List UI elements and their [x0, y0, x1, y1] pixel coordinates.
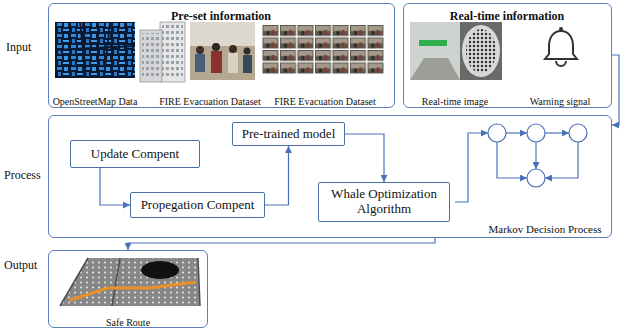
process-box: Update Compent: [70, 140, 200, 168]
box-label: Whale Optimization Algorithm: [326, 187, 442, 217]
fire-area: [141, 261, 179, 279]
text-holder: FIRE Evacuation Dataset: [159, 91, 261, 109]
image-caption: Safe Route: [106, 317, 150, 329]
connector-arrow: [345, 134, 384, 182]
text-holder: Real-time information: [450, 6, 564, 24]
text-holder: Safe Route: [106, 312, 150, 330]
state-circle: [527, 169, 545, 187]
floor-plan: [60, 258, 200, 306]
corridor-floor: [410, 58, 460, 80]
text-holder: Output: [4, 258, 37, 273]
corridor-photo: [410, 22, 460, 80]
building-block: [140, 30, 162, 82]
state-arrow: [545, 142, 578, 178]
connector-arrow: [100, 168, 130, 205]
map-buildings: [55, 22, 135, 78]
section-label: Input: [6, 41, 31, 55]
video-frame-grid: [262, 24, 385, 74]
state-circle: [488, 124, 506, 142]
panel-title: Pre-set information: [171, 10, 271, 24]
state-arrow: [545, 132, 569, 133]
photo-person: [229, 45, 237, 53]
photo-person: [244, 48, 251, 55]
text-holder: Markov Decision Process: [488, 219, 601, 237]
output-panel: Safe Route: [48, 250, 208, 328]
bell-knob: [559, 27, 563, 31]
bell-clapper: [556, 61, 566, 66]
panel-title: Real-time information: [450, 10, 564, 24]
photo-person: [196, 46, 204, 54]
bell-icon: [545, 31, 577, 59]
text-holder: Process: [4, 168, 41, 183]
text-holder: OpenStreetMap Data: [53, 91, 138, 109]
text-holder: Real-time image: [422, 91, 488, 109]
evacuation-photo: [190, 22, 255, 80]
state-circle: [569, 124, 587, 142]
image-caption: Real-time image: [422, 96, 488, 108]
process-box: Whale Optimization Algorithm: [318, 182, 450, 222]
state-arrow: [535, 142, 536, 169]
image-caption: FIRE Evacuation Dataset: [159, 96, 261, 108]
crowd-photo-ring: [462, 25, 500, 77]
connector-arrow: [128, 238, 435, 250]
building-windows: [162, 25, 183, 79]
photo-person: [211, 51, 222, 73]
section-label: Process: [4, 169, 41, 183]
photo-person: [212, 43, 220, 51]
exit-sign: [419, 40, 447, 46]
text-holder: Pre-set information: [171, 6, 271, 24]
section-label: Output: [4, 259, 37, 273]
floor-grid: [60, 258, 200, 306]
connector-arrow: [265, 146, 289, 205]
box-label: Update Compent: [91, 147, 179, 162]
map-street: [55, 22, 135, 78]
text-holder: Input: [6, 40, 31, 55]
photo-person: [243, 55, 252, 73]
text-holder: FIRE Evacuation Dataset: [274, 91, 376, 109]
image-caption: OpenStreetMap Data: [53, 96, 138, 108]
flow-line: [455, 133, 488, 202]
input-panel: Real-time informationReal-time image Warn…: [403, 3, 612, 108]
state-arrow: [506, 132, 527, 133]
box-label: Propegation Compent: [141, 198, 255, 213]
process-box: Pre-trained model: [232, 122, 345, 146]
map-image: [55, 22, 135, 78]
building-windows: [142, 33, 160, 79]
image-caption: FIRE Evacuation Dataset: [274, 96, 376, 108]
photo-wall: [190, 22, 255, 46]
route-line: [70, 282, 196, 300]
building-block: [160, 22, 185, 82]
process-label: Markov Decision Process: [488, 223, 601, 236]
photo-person: [195, 54, 205, 72]
text-holder: Warning signal: [530, 91, 591, 109]
state-circle: [527, 124, 545, 142]
floor-wall: [60, 258, 200, 306]
process-panel: Update CompentPropegation Compent Pre-tra…: [48, 115, 612, 238]
box-label: Pre-trained model: [242, 127, 336, 142]
image-caption: Warning signal: [530, 96, 591, 108]
crowd-photo: [460, 22, 502, 80]
input-panel: Pre-set informationOpenStreetMap Data FIR…: [48, 3, 395, 108]
process-box: Propegation Compent: [130, 192, 265, 218]
crowd-people: [466, 29, 496, 73]
photo-person: [228, 53, 238, 73]
state-arrow: [497, 142, 527, 178]
connector-arrow: [612, 55, 619, 125]
